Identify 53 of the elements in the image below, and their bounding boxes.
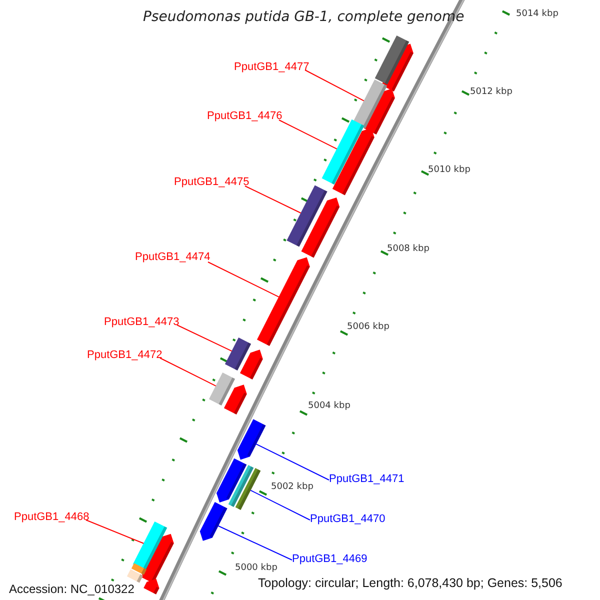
gene-label: PputGB1_4472	[87, 350, 162, 361]
cog-bar	[286, 185, 328, 247]
cog-bar	[235, 468, 261, 510]
cog-bar	[132, 521, 168, 571]
leader-line	[160, 358, 216, 386]
gene-label: PputGB1_4473	[104, 317, 180, 328]
gene-feature	[301, 198, 340, 258]
gene-label: PputGB1_4477	[234, 62, 310, 73]
cog-bar	[224, 337, 252, 371]
leader-line	[304, 70, 364, 102]
leader-line	[208, 262, 280, 298]
gene-label: PputGB1_4468	[14, 512, 90, 523]
leader-line	[278, 120, 338, 150]
gene-label: PputGB1_4476	[207, 111, 282, 122]
leader-line	[176, 324, 232, 352]
scale-label: 5012 kbp	[470, 88, 512, 97]
title: Pseudomonas putida GB-1, complete genome	[143, 10, 464, 24]
scale-label: 5008 kbp	[387, 245, 430, 254]
cog-bar	[322, 119, 364, 185]
leader-line	[244, 186, 302, 214]
cog-bar	[374, 35, 410, 85]
gene-label: PputGB1_4469	[292, 554, 368, 565]
gene-feature	[200, 502, 228, 541]
genome-info-text: Topology: circular; Length: 6,078,430 bp; Genes: 5,506	[258, 577, 562, 590]
scale-label: 5014 kbp	[516, 10, 558, 19]
gene-feature	[332, 128, 374, 196]
gene-feature	[224, 384, 247, 415]
cog-bar	[131, 563, 147, 575]
scale-label: 5010 kbp	[428, 166, 470, 175]
scale-label: 5006 kbp	[347, 323, 390, 332]
gene-label: PputGB1_4475	[174, 177, 250, 188]
gene-feature	[216, 458, 247, 502]
scale-label: 5002 kbp	[271, 483, 314, 492]
gene-feature	[140, 534, 174, 584]
gene-label: PputGB1_4471	[329, 474, 404, 485]
cog-bar	[352, 79, 388, 129]
leader-line	[86, 520, 144, 544]
scale-label: 5000 kbp	[235, 564, 278, 573]
gene-label: PputGB1_4470	[310, 514, 386, 525]
leader-line	[250, 490, 310, 520]
gene-feature	[237, 419, 266, 460]
scale-label: 5004 kbp	[308, 402, 350, 411]
gene-feature	[240, 350, 263, 380]
leader-line	[256, 444, 330, 480]
cog-bar	[208, 372, 236, 406]
cog-bar	[228, 465, 254, 507]
gene-feature	[144, 578, 160, 594]
accession-text: Accession: NC_010322	[9, 583, 134, 595]
leader-line	[218, 525, 292, 560]
gene-feature	[256, 257, 310, 346]
gene-feature	[364, 88, 395, 135]
cog-bar	[126, 569, 144, 583]
gene-label: PputGB1_4474	[135, 252, 210, 263]
